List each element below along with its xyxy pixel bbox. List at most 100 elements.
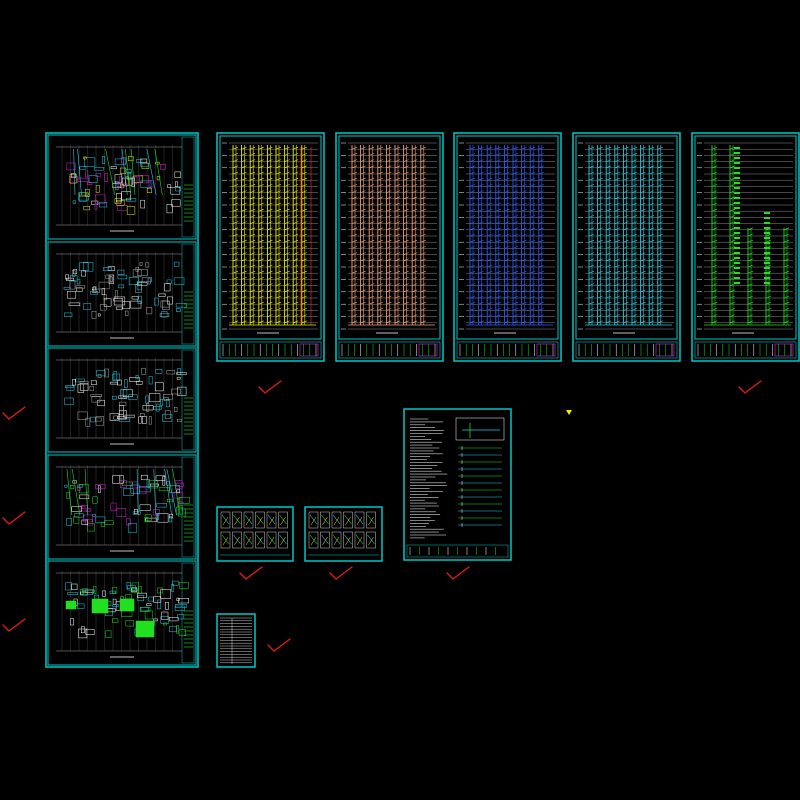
branch-connection: [267, 202, 273, 206]
branch-connection: [241, 202, 247, 206]
branch-connection: [258, 277, 264, 280]
branch-connection: [420, 146, 426, 150]
branch-connection: [275, 320, 282, 324]
plan-room-outline: [121, 191, 132, 201]
branch-connection: [394, 270, 401, 274]
branch-connection: [369, 190, 375, 193]
branch-connection: [530, 146, 536, 150]
plan-room-outline: [140, 162, 149, 167]
branch-connection: [301, 246, 307, 249]
branch-connection: [631, 239, 638, 243]
detail-pipe-line: [344, 514, 352, 525]
branch-connection: [369, 295, 375, 299]
branch-connection: [657, 283, 663, 286]
branch-connection: [258, 320, 264, 324]
floor-plan-sheet[interactable]: [45, 132, 199, 668]
branch-connection: [747, 239, 754, 243]
branch-connection: [420, 159, 426, 162]
plan-room-outline: [156, 513, 159, 521]
branch-connection: [530, 196, 536, 200]
branch-connection: [301, 165, 307, 169]
plan-room-outline: [109, 413, 119, 421]
plan-room-outline: [173, 491, 183, 499]
branch-connection: [597, 264, 603, 268]
plan-room-outline: [77, 177, 89, 182]
branch-connection: [377, 146, 383, 150]
plan-room-outline: [89, 385, 94, 391]
branch-connection: [351, 196, 358, 200]
branch-connection: [267, 153, 273, 156]
meter-symbol: [734, 147, 740, 149]
branch-connection: [495, 252, 501, 255]
branch-connection: [747, 314, 754, 317]
plan-room-outline: [166, 370, 176, 375]
branch-connection: [649, 177, 655, 181]
floor-plan-panel-frame: [47, 241, 197, 347]
riser-title-block: [575, 341, 678, 359]
branch-connection: [530, 159, 536, 162]
plan-room-outline: [110, 502, 117, 512]
branch-connection: [394, 165, 401, 169]
branch-connection: [351, 308, 358, 311]
pipe-run-line: [105, 148, 116, 196]
branch-connection: [495, 239, 501, 243]
plan-room-outline: [112, 395, 117, 400]
branch-connection: [538, 165, 544, 169]
detail-pipe-line: [355, 534, 364, 545]
branch-connection: [504, 177, 510, 181]
branch-connection: [606, 264, 612, 268]
branch-connection: [504, 171, 510, 175]
equipment-block: [65, 600, 77, 610]
branch-connection: [521, 159, 527, 162]
branch-connection: [403, 283, 409, 286]
branch-connection: [241, 314, 247, 317]
branch-connection: [521, 177, 527, 181]
plan-room-outline: [178, 629, 186, 637]
detail-pipe-line: [267, 534, 276, 545]
branch-connection: [232, 153, 239, 156]
branch-connection: [386, 208, 392, 212]
branch-connection: [765, 264, 772, 268]
floor-plan-panels: [47, 134, 197, 666]
branch-connection: [386, 177, 392, 181]
design-notes-sheet[interactable]: [403, 408, 512, 561]
branch-connection: [495, 308, 501, 311]
branch-connection: [521, 227, 527, 231]
branch-connection: [538, 277, 544, 280]
branch-connection: [765, 320, 772, 324]
branch-connection: [597, 171, 603, 175]
branch-connection: [538, 190, 544, 193]
meter-symbol: [764, 272, 770, 274]
detail-pipe-line: [356, 536, 363, 546]
branch-connection: [412, 177, 418, 181]
branch-connection: [284, 196, 290, 200]
branch-connection: [232, 177, 239, 181]
branch-connection: [657, 227, 663, 231]
floor-plan-panel-3: [47, 347, 197, 453]
branch-connection: [394, 264, 401, 268]
branch-connection: [403, 308, 409, 311]
branch-connection: [504, 159, 510, 162]
plan-room-outline: [127, 585, 136, 591]
branch-connection: [469, 233, 476, 237]
branch-connection: [711, 301, 718, 305]
branch-connection: [403, 171, 409, 175]
drawing-index-sheet[interactable]: [216, 613, 256, 668]
branch-connection: [640, 301, 646, 305]
branch-connection: [250, 258, 256, 262]
branch-connection: [420, 165, 426, 169]
branch-connection: [301, 190, 307, 193]
branch-connection: [241, 301, 247, 305]
branch-connection: [377, 295, 383, 299]
branch-connection: [504, 233, 510, 237]
branch-connection: [377, 283, 383, 286]
branch-connection: [495, 301, 501, 305]
plan-room-outline: [108, 274, 115, 284]
branch-connection: [258, 165, 264, 169]
detail-cell: [366, 511, 376, 529]
branch-connection: [588, 177, 595, 181]
branch-connection: [538, 233, 544, 237]
branch-connection: [487, 184, 493, 187]
